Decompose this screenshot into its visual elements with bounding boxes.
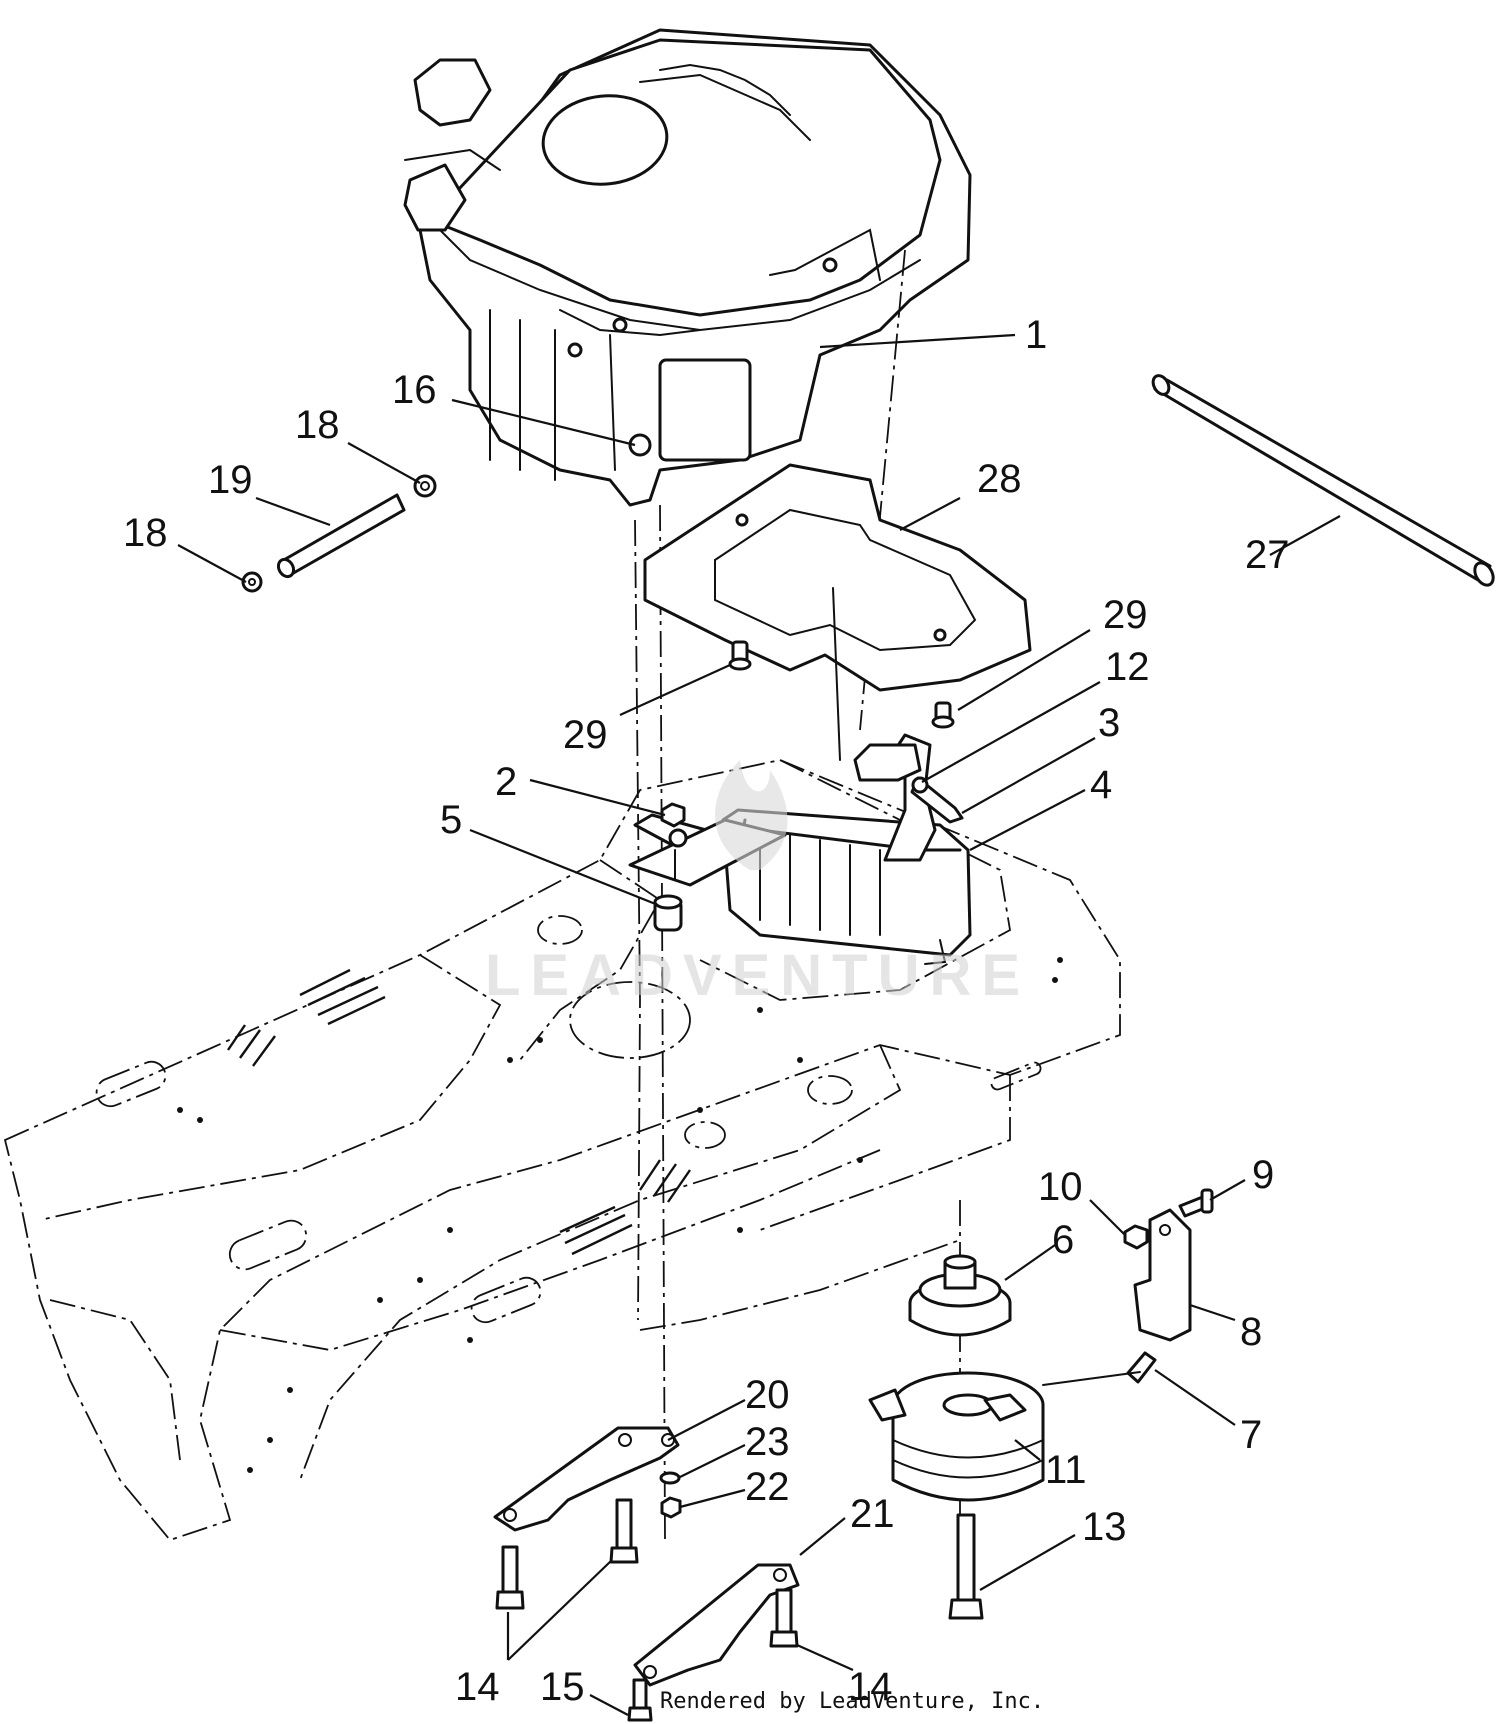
callout-3: 3 bbox=[1098, 701, 1120, 745]
callout-21: 21 bbox=[850, 1492, 895, 1536]
bolt-9 bbox=[1178, 1188, 1214, 1218]
callout-4: 4 bbox=[1090, 763, 1112, 807]
callout-10: 10 bbox=[1038, 1165, 1083, 1209]
bolt-14b bbox=[609, 1498, 639, 1564]
heat-shield bbox=[643, 463, 1032, 692]
callout-11: 11 bbox=[1045, 1448, 1087, 1492]
bracket-8 bbox=[1133, 1208, 1192, 1342]
watermark-text: LEADVENTURE bbox=[485, 943, 1030, 1008]
callout-15: 15 bbox=[540, 1665, 585, 1709]
bolt-14a bbox=[495, 1545, 525, 1610]
callout-29-left: 29 bbox=[563, 713, 608, 757]
leader-lines bbox=[177, 333, 1341, 1716]
spacer-5 bbox=[653, 894, 683, 932]
callout-29-right: 29 bbox=[1103, 593, 1148, 637]
chassis-frame bbox=[3, 759, 1121, 1542]
bolt-29a bbox=[728, 640, 752, 671]
callout-19: 19 bbox=[208, 458, 253, 502]
callout-9: 9 bbox=[1252, 1153, 1274, 1197]
callout-6: 6 bbox=[1052, 1218, 1074, 1262]
callout-16: 16 bbox=[392, 368, 437, 412]
watermark: LEADVENTURE bbox=[485, 760, 1030, 1008]
bolt-29b bbox=[931, 701, 955, 729]
nut-10 bbox=[1123, 1224, 1149, 1250]
footer-credit: Rendered by LeadVenture, Inc. bbox=[660, 1689, 1044, 1714]
callout-1: 1 bbox=[1025, 313, 1047, 357]
callout-14-left: 14 bbox=[455, 1665, 500, 1709]
hose-19 bbox=[276, 493, 406, 579]
nut-2 bbox=[660, 802, 686, 828]
callout-22: 22 bbox=[745, 1465, 790, 1509]
mount-plate-21 bbox=[633, 1563, 800, 1687]
frame-holes bbox=[177, 957, 1063, 1473]
callout-7: 7 bbox=[1240, 1413, 1262, 1457]
callout-27: 27 bbox=[1245, 533, 1290, 577]
frame-louvres bbox=[227, 968, 691, 1256]
mount-plate-20 bbox=[493, 1426, 680, 1532]
callout-12: 12 bbox=[1105, 645, 1150, 689]
muffler-guide-line bbox=[832, 587, 841, 761]
washer-23 bbox=[659, 1471, 681, 1485]
callout-13: 13 bbox=[1082, 1505, 1127, 1549]
engine-guide-line-mid bbox=[659, 504, 666, 1541]
bolt-3 bbox=[910, 776, 964, 824]
key-7 bbox=[1126, 1351, 1157, 1384]
callout-18-bottom: 18 bbox=[123, 511, 168, 555]
callouts: 1 16 18 19 18 28 27 29 12 29 3 4 2 5 10 … bbox=[123, 313, 1290, 1709]
callout-8: 8 bbox=[1240, 1310, 1262, 1354]
callout-28: 28 bbox=[977, 457, 1022, 501]
engine bbox=[403, 28, 972, 507]
pulley-6 bbox=[908, 1254, 1012, 1337]
clamp-18b bbox=[241, 571, 263, 593]
clutch-11 bbox=[868, 1371, 1141, 1502]
callout-14-right: 14 bbox=[848, 1665, 893, 1709]
callout-5: 5 bbox=[440, 798, 462, 842]
flame-watermark-icon bbox=[715, 760, 788, 870]
bolt-13 bbox=[948, 1513, 984, 1620]
callout-18-top: 18 bbox=[295, 403, 340, 447]
nut-22 bbox=[660, 1496, 682, 1519]
clamp-18a bbox=[413, 474, 437, 498]
bolt-15 bbox=[627, 1678, 653, 1722]
rod-27 bbox=[1151, 374, 1495, 587]
callout-2: 2 bbox=[495, 760, 517, 804]
callout-23: 23 bbox=[745, 1420, 790, 1464]
callout-20: 20 bbox=[745, 1373, 790, 1417]
bolt-14c bbox=[769, 1588, 799, 1648]
engine-guide-line-left bbox=[634, 519, 641, 1321]
